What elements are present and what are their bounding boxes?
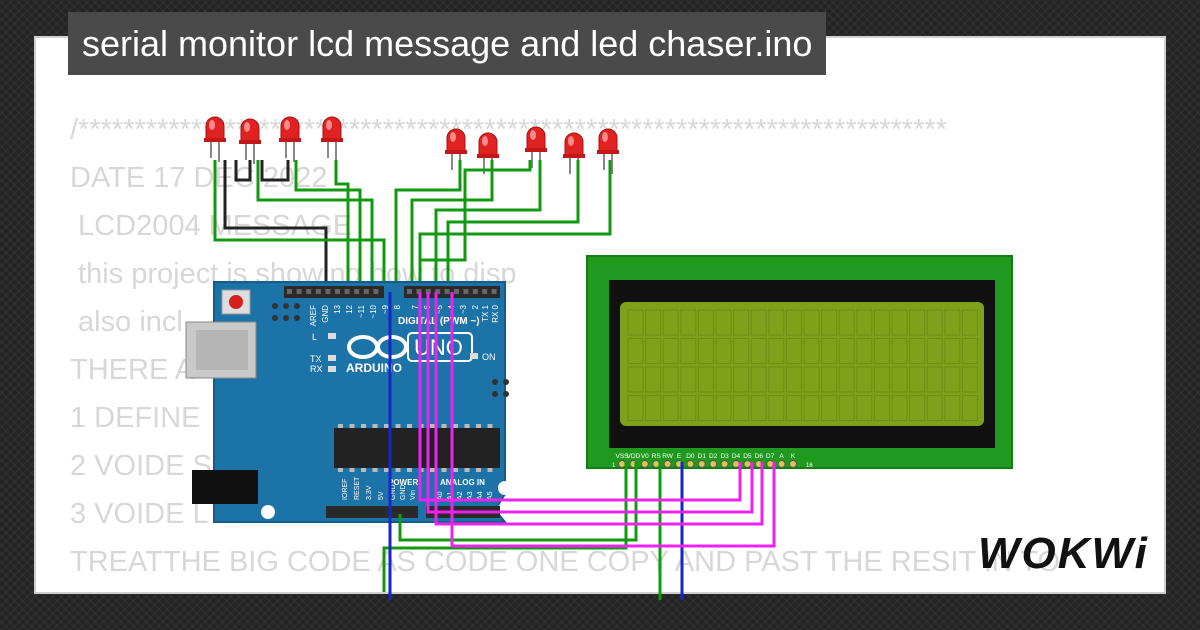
lcd-pin[interactable] [777, 460, 786, 468]
code-line: TREATTHE BIG CODE AS CODE ONE COPY AND P… [70, 546, 1060, 578]
red-led[interactable] [563, 132, 585, 178]
code-line: 2 VOIDE S [70, 450, 212, 482]
lcd-pin[interactable] [663, 460, 672, 468]
red-led[interactable] [445, 128, 467, 174]
lcd-wires [382, 292, 776, 600]
led-common-wire [234, 160, 290, 182]
lcd-pin-label: D5 [743, 453, 752, 460]
lcd-pin-label: D3 [720, 453, 729, 460]
lcd-pin-label: K [791, 453, 796, 460]
led-group [204, 116, 619, 178]
power-pin-label: 5V [378, 491, 385, 500]
lcd-pin[interactable] [743, 460, 752, 468]
header-pin-label: ~5 [435, 304, 444, 314]
header-pin-label: 2 [471, 304, 480, 309]
green-led-wires [213, 160, 612, 292]
tx-led-label: TX [310, 354, 322, 364]
power-pin-label: 3.3V [366, 485, 373, 500]
lcd-pin-label: D6 [755, 453, 764, 460]
analog-pin-label: A0 [437, 491, 444, 500]
arduino-infinity-logo [347, 335, 408, 359]
code-line: 3 VOIDE L [70, 498, 209, 530]
analog-label: ANALOG IN [440, 478, 485, 487]
lcd-pin[interactable] [618, 460, 626, 468]
header-pin-label: GND [321, 305, 330, 323]
header-pin-label: 13 [333, 304, 342, 313]
lcd-pin[interactable] [732, 460, 740, 468]
header-pin-label: ~10 [369, 304, 378, 318]
lcd-pin[interactable] [697, 460, 706, 468]
header-pin-label: 8 [393, 304, 402, 309]
power-pin-label: GND [390, 484, 397, 500]
red-led[interactable] [597, 128, 619, 174]
lcd-pin-label: D7 [766, 453, 775, 460]
lcd-pin-label: RS [652, 453, 662, 460]
analog-pin-label: A5 [487, 491, 494, 500]
lcd-pin[interactable] [640, 460, 649, 468]
power-label: POWER [388, 478, 418, 487]
arduino-brand: ARDUINO [346, 361, 402, 375]
lcd-pin-label: D4 [732, 453, 741, 460]
wokwi-logo[interactable]: WOKWi [978, 529, 1149, 578]
lcd-pin-label: VSS [615, 453, 629, 460]
header-pin-label: 12 [345, 304, 354, 313]
lcd-pin-last: 16 [806, 463, 813, 469]
lcd-pin[interactable] [720, 460, 729, 468]
red-led[interactable] [321, 116, 343, 162]
header-pin-label: ~3 [459, 304, 468, 314]
analog-pin-label: A3 [467, 491, 474, 500]
header-pin-label: AREF [309, 305, 318, 326]
analog-pin-label: A4 [477, 491, 484, 500]
header-pin-label: ~9 [381, 304, 390, 314]
rx-led-label: RX [310, 364, 323, 374]
header-pin-label: ~11 [357, 304, 366, 318]
code-line: LCD2004 MESSAGE [70, 210, 353, 242]
header-pin-label: TX 1 [481, 304, 490, 321]
red-led[interactable] [239, 118, 261, 164]
lcd-pin-label: A [779, 453, 784, 460]
power-pin-label: GND [400, 484, 407, 500]
lcd-pin-first: 1 [612, 463, 616, 469]
uno-model: UNO [414, 335, 463, 360]
lcd-pin[interactable] [709, 460, 718, 468]
red-led[interactable] [204, 116, 226, 162]
power-pin-label: RESET [354, 476, 361, 500]
lcd-pin[interactable] [789, 460, 797, 468]
lcd-pin-label: D0 [686, 453, 695, 460]
atmega-chip [334, 428, 500, 468]
power-pin-label: IOREF [342, 479, 349, 500]
reset-button[interactable] [221, 289, 251, 315]
on-label: ON [482, 352, 496, 362]
header-pin-label: RX 0 [491, 304, 500, 322]
l-led-label: L [312, 332, 317, 342]
lcd-pin-label: V0 [641, 453, 649, 460]
power-pin-label: Vin [410, 490, 417, 500]
lcd-pin[interactable] [686, 460, 695, 468]
lcd-pin-label: E [677, 453, 682, 460]
page-title: serial monitor lcd message and led chase… [68, 12, 827, 75]
lcd-pin-label: RW [662, 453, 674, 460]
red-led[interactable] [525, 126, 547, 172]
red-led[interactable] [279, 116, 301, 162]
analog-pin-label: A2 [457, 491, 464, 500]
lcd-pin-label: D2 [709, 453, 718, 460]
power-jack [192, 470, 258, 504]
lcd-pin-label: VDD [627, 453, 641, 460]
power-header [326, 506, 418, 518]
digital-label: DIGITAL (PWM ~) [398, 316, 480, 327]
black-wire [223, 160, 328, 292]
lcd-pin-label: D1 [698, 453, 707, 460]
header-pin-label: 7 [411, 304, 420, 309]
